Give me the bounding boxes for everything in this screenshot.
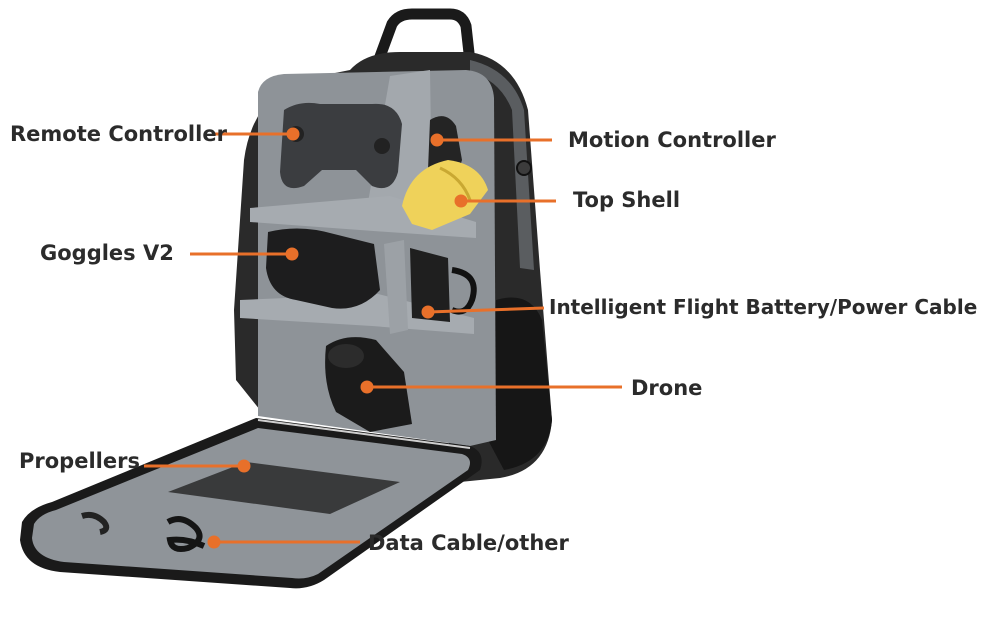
top-shell-item	[402, 160, 488, 230]
battery-power-cable-label: Intelligent Flight Battery/Power Cable	[549, 295, 978, 319]
side-zip	[516, 160, 532, 176]
data-cable-item	[166, 516, 206, 552]
top-shell-label: Top Shell	[573, 188, 681, 212]
motion-controller-label: Motion Controller	[568, 128, 776, 152]
handle	[372, 8, 476, 68]
data-cable-other-label: Data Cable/other	[368, 531, 569, 555]
strap-item	[81, 511, 110, 535]
vertical-divider	[384, 240, 408, 334]
side-panel	[470, 60, 534, 270]
drone-label: Drone	[631, 376, 703, 400]
mesh-pocket	[488, 297, 552, 470]
goggles-v2-label: Goggles V2	[40, 241, 174, 265]
propellers-label: Propellers	[19, 449, 140, 473]
remote-controller-label: Remote Controller	[10, 122, 227, 146]
drone-camera	[328, 344, 364, 368]
flap-zipper	[257, 419, 471, 449]
remote-controller-item	[280, 102, 402, 189]
remote-stick-right	[374, 138, 390, 154]
battery-item	[410, 248, 450, 322]
flap-mesh-pouch	[168, 462, 400, 514]
callout-lines	[144, 127, 622, 549]
top-shell-ridge	[439, 166, 472, 201]
